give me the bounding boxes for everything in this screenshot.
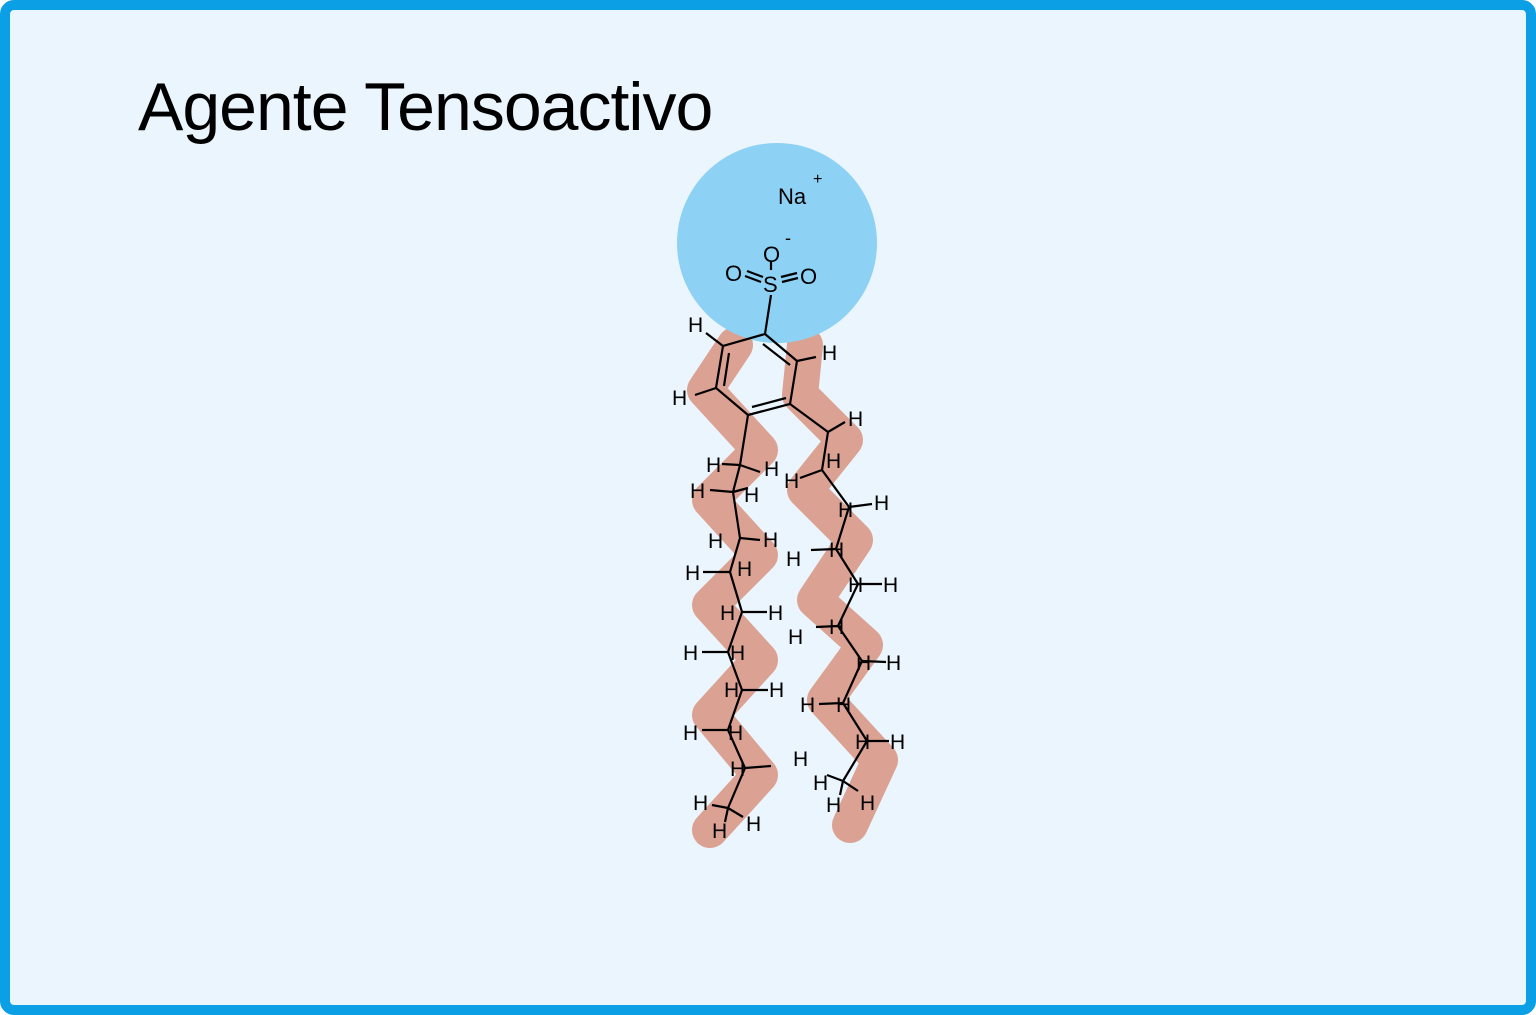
oxygen-label: O: [800, 264, 817, 289]
hydrogen-label: H: [728, 722, 743, 745]
hydrogen-label: H: [685, 562, 700, 585]
hydrogen-label: H: [683, 722, 698, 745]
hydrogen-label: H: [784, 470, 799, 493]
polar-head: [677, 143, 877, 343]
hydrogen-label: H: [890, 731, 905, 754]
hydrogen-label: H: [746, 813, 761, 836]
hydrogen-label: H: [708, 530, 723, 553]
hydrogen-label: H: [763, 529, 778, 552]
hydrogen-label: H: [874, 492, 889, 515]
hydrogen-label: H: [768, 602, 783, 625]
hydrogen-label: H: [883, 574, 898, 597]
hydrogen-label: H: [813, 772, 828, 795]
hydrogen-label: H: [737, 558, 752, 581]
diagram-title: Agente Tensoactivo: [138, 69, 713, 145]
hydrogen-label: H: [730, 642, 745, 665]
right-tail-highlight: [782, 327, 898, 843]
hydrogen-label: H: [856, 652, 871, 675]
hydrogen-label: H: [724, 679, 739, 702]
oxygen-label: O: [725, 261, 742, 286]
hydrogen-label: H: [769, 679, 784, 702]
hydrogen-label: H: [848, 574, 863, 597]
hydrogen-label: H: [690, 480, 705, 503]
hydrogen-label: H: [826, 450, 841, 473]
hydrogen-label: H: [860, 792, 875, 815]
hydrogen-label: H: [800, 694, 815, 717]
hydrogen-label: H: [688, 314, 703, 337]
hydrogen-label: H: [829, 616, 844, 639]
hydrogen-label: H: [886, 652, 901, 675]
hydrogen-label: H: [793, 748, 808, 771]
hydrogen-label: H: [744, 484, 759, 507]
hydrogen-label: H: [838, 499, 853, 522]
hydrogen-label: H: [826, 794, 841, 817]
oxygen-label: O: [763, 242, 780, 267]
hydrogen-label: H: [683, 642, 698, 665]
hydrogen-label: H: [836, 694, 851, 717]
sodium-label: Na: [778, 184, 807, 209]
hydrogen-label: H: [786, 548, 801, 571]
hydrogen-label: H: [672, 387, 687, 410]
hydrogen-label: H: [848, 408, 863, 431]
hydrogen-label: H: [730, 758, 745, 781]
hydrogen-label: H: [822, 342, 837, 365]
hydrogen-label: H: [764, 458, 779, 481]
hydrogen-label: H: [693, 792, 708, 815]
hydrogen-label: H: [720, 602, 735, 625]
hydrogen-label: H: [829, 539, 844, 562]
hydrogen-label: H: [706, 454, 721, 477]
hydrogen-label: H: [788, 626, 803, 649]
hydrogen-label: H: [855, 731, 870, 754]
bonds: [694, 262, 889, 823]
sodium-charge: +: [813, 171, 822, 188]
oxygen-charge: -: [785, 228, 791, 248]
sulfur-label: S: [763, 272, 778, 297]
hydrogen-label: H: [712, 820, 727, 843]
